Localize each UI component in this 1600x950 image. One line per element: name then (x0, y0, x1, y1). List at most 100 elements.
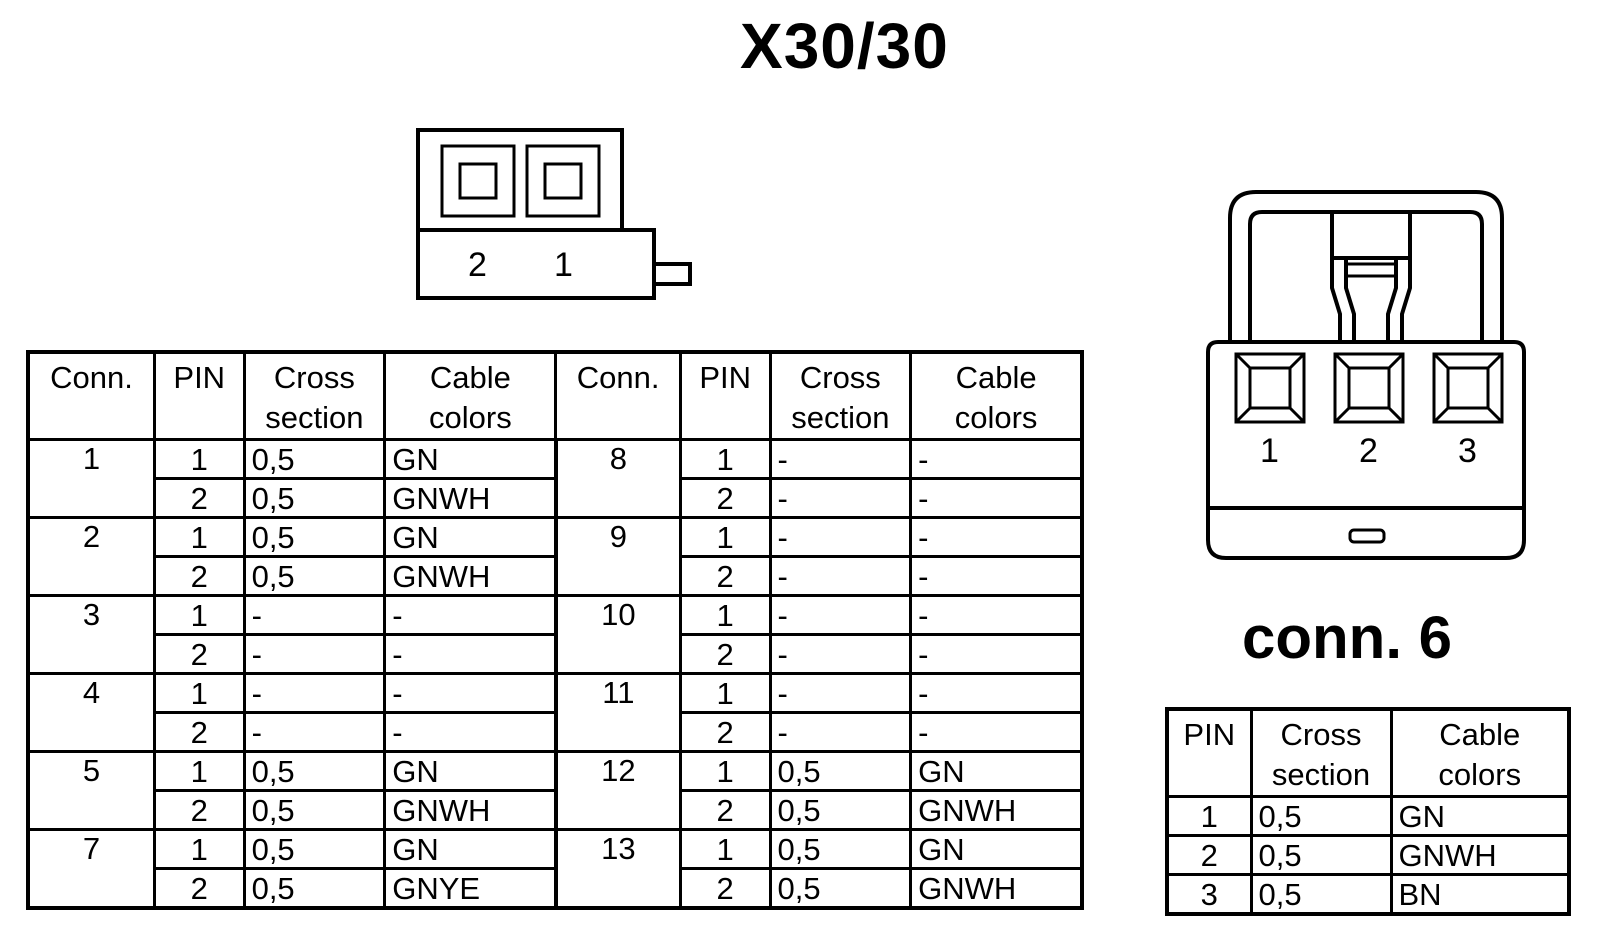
cable-color-cell: GN (383, 828, 558, 870)
pin-cell: 1 (678, 672, 772, 714)
cross-section-cell: 0,5 (242, 477, 387, 519)
cross-section-cell: - (768, 672, 913, 714)
conn-number-cell: 1 (26, 438, 156, 519)
pin-cell: 2 (152, 477, 246, 519)
conn6-title: conn. 6 (1242, 604, 1453, 671)
conn6-pin-label: 3 (1458, 432, 1477, 470)
cross-section-cell: 0,5 (242, 867, 387, 910)
table-row: 2--2-- (28, 711, 1084, 753)
cable-color-cell: - (383, 711, 558, 753)
cable-color-cell: - (909, 438, 1084, 480)
pin-cell: 1 (152, 750, 246, 792)
pin-cell: 2 (678, 711, 772, 753)
pin-cell: 2 (678, 867, 772, 910)
conn-number-cell: 3 (26, 594, 156, 675)
two-pin-connector-drawing: 2 1 (416, 128, 692, 300)
cross-section-cell: 0,5 (1249, 795, 1393, 837)
cable-color-cell: GNWH (909, 867, 1084, 910)
cross-section-cell: - (768, 711, 913, 753)
conn-number-cell: 13 (554, 828, 682, 910)
cross-section-cell: - (768, 555, 913, 597)
cable-color-cell: GN (383, 438, 558, 480)
cable-color-cell: GNWH (383, 789, 558, 831)
header-cross-section: Cross section (768, 350, 913, 441)
cable-color-cell: GN (909, 828, 1084, 870)
header-conn: Conn. (554, 350, 682, 441)
main-pin-table: Conn. PIN Cross section Cable colors Con… (26, 350, 1084, 910)
cross-section-cell: 0,5 (242, 438, 387, 480)
top-connector-pin-label: 2 (468, 246, 487, 284)
cross-section-cell: 0,5 (242, 789, 387, 831)
header-cross-section: Cross section (242, 350, 387, 441)
cable-color-cell: - (909, 711, 1084, 753)
header-cross-section: Cross section (1249, 707, 1393, 798)
cross-section-cell: - (242, 633, 387, 675)
cable-color-cell: GN (909, 750, 1084, 792)
cable-color-cell: - (383, 594, 558, 636)
pin-cell: 2 (678, 633, 772, 675)
conn-number-cell: 9 (554, 516, 682, 597)
cable-color-cell: - (909, 672, 1084, 714)
pin-cell: 1 (678, 750, 772, 792)
conn6-pin-label: 2 (1359, 432, 1378, 470)
pin-cell: 2 (678, 555, 772, 597)
cable-color-cell: - (383, 633, 558, 675)
pin-cell: 1 (1165, 795, 1253, 837)
cross-section-cell: 0,5 (242, 555, 387, 597)
cross-section-cell: - (768, 477, 913, 519)
header-cable-colors: Cable colors (383, 350, 558, 441)
pin-cell: 1 (152, 672, 246, 714)
conn-number-cell: 4 (26, 672, 156, 753)
cross-section-cell: - (768, 438, 913, 480)
pin-cell: 2 (1165, 834, 1253, 876)
header-pin: PIN (678, 350, 772, 441)
conn-number-cell: 8 (554, 438, 682, 519)
cross-section-cell: - (242, 672, 387, 714)
conn-number-cell: 7 (26, 828, 156, 910)
conn6-pin-label: 1 (1260, 432, 1279, 470)
cross-section-cell: 0,5 (768, 828, 913, 870)
pin-cell: 2 (152, 789, 246, 831)
pin-cell: 1 (152, 828, 246, 870)
header-cable-colors: Cable colors (1389, 707, 1571, 798)
pin-cell: 2 (678, 789, 772, 831)
conn-number-cell: 11 (554, 672, 682, 753)
pin-cell: 1 (152, 594, 246, 636)
pin-cell: 1 (678, 516, 772, 558)
cross-section-cell: 0,5 (242, 516, 387, 558)
pin-cell: 1 (152, 438, 246, 480)
cable-color-cell: GNWH (383, 477, 558, 519)
cross-section-cell: - (768, 633, 913, 675)
cross-section-cell: 0,5 (242, 750, 387, 792)
pin-cell: 2 (152, 867, 246, 910)
conn-number-cell: 2 (26, 516, 156, 597)
pin-cell: 1 (152, 516, 246, 558)
cross-section-cell: - (768, 594, 913, 636)
pin-cell: 2 (152, 711, 246, 753)
cable-color-cell: GNWH (1389, 834, 1571, 876)
header-conn: Conn. (26, 350, 156, 441)
cable-color-cell: - (909, 594, 1084, 636)
cross-section-cell: - (242, 711, 387, 753)
cable-color-cell: - (909, 516, 1084, 558)
cross-section-cell: - (768, 516, 913, 558)
cable-color-cell: - (383, 672, 558, 714)
cross-section-cell: 0,5 (1249, 834, 1393, 876)
conn6-connector-drawing: 1 2 3 (1206, 190, 1526, 560)
header-cable-colors: Cable colors (909, 350, 1084, 441)
cable-color-cell: GNWH (909, 789, 1084, 831)
cable-color-cell: GN (1389, 795, 1571, 837)
cable-color-cell: - (909, 555, 1084, 597)
pin-cell: 1 (678, 594, 772, 636)
